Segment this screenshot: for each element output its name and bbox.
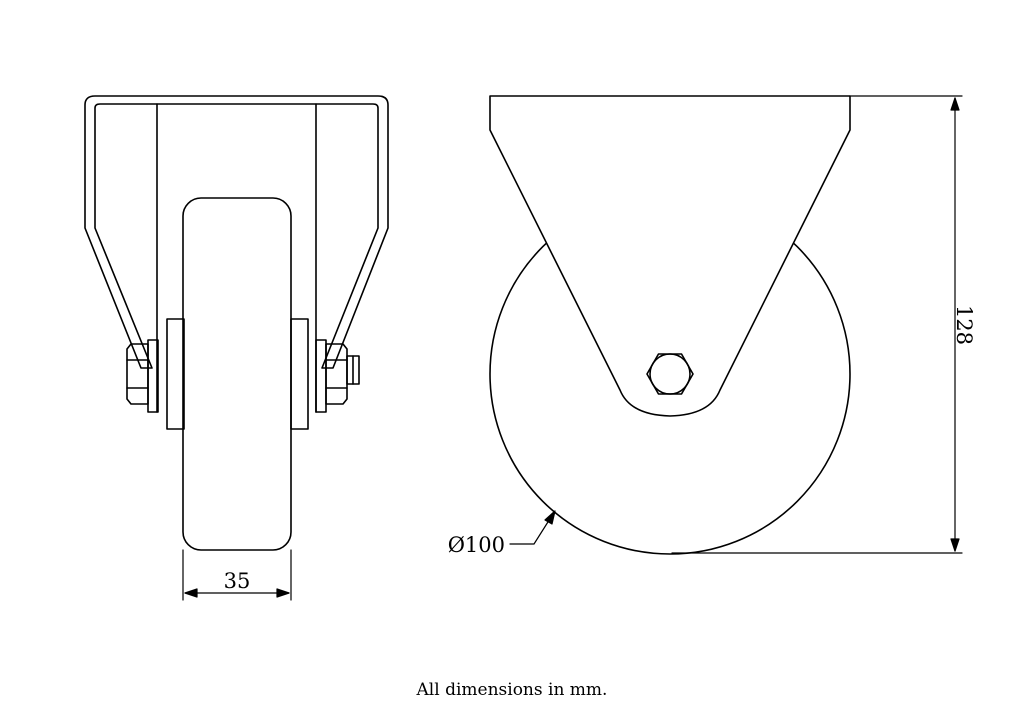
diameter-leader bbox=[509, 510, 556, 545]
width-dimension bbox=[182, 549, 292, 601]
wheel-front bbox=[182, 197, 292, 551]
height-label: 128 bbox=[952, 305, 976, 345]
height-dimension bbox=[671, 95, 963, 554]
hub-right bbox=[290, 318, 309, 430]
bracket-side bbox=[489, 95, 851, 417]
nut-left bbox=[126, 343, 149, 405]
fork-leg-right bbox=[315, 339, 327, 413]
side-view bbox=[489, 95, 851, 555]
footer-note: All dimensions in mm. bbox=[416, 680, 608, 700]
bracket-outer bbox=[84, 95, 389, 369]
hub-left bbox=[166, 318, 185, 430]
diameter-label: Ø100 bbox=[448, 533, 505, 557]
front-view bbox=[84, 95, 389, 551]
width-label: 35 bbox=[224, 569, 251, 593]
hex-nut bbox=[646, 353, 694, 395]
axle-bolt bbox=[649, 353, 691, 395]
nut-right bbox=[325, 343, 348, 405]
